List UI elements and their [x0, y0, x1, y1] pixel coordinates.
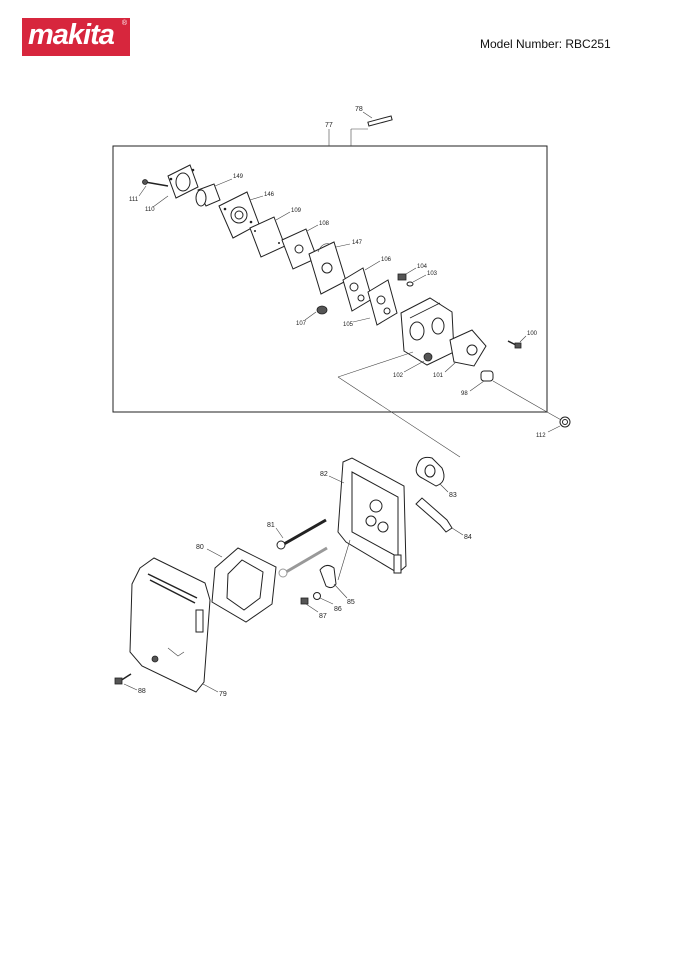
label-81: 81 — [267, 522, 275, 529]
label-147: 147 — [352, 240, 363, 246]
part-79-cover — [129, 557, 219, 693]
part-100-screw — [507, 335, 527, 349]
label-85: 85 — [347, 599, 355, 606]
part-102-washer — [403, 352, 433, 373]
part-107-filter — [304, 305, 328, 321]
registered-mark: ® — [121, 20, 127, 27]
label-98: 98 — [461, 391, 468, 397]
part-88-screw — [114, 673, 138, 691]
part-85-choke — [319, 539, 351, 599]
label-79: 79 — [219, 691, 227, 698]
label-112: 112 — [536, 433, 546, 439]
part-147-pump-body — [308, 241, 351, 295]
part-87-screw — [300, 597, 319, 613]
part-112-oring — [547, 416, 571, 433]
part-103-spring — [406, 274, 427, 287]
part-108-diaphragm — [281, 224, 319, 270]
label-108: 108 — [319, 221, 330, 227]
part-82-cleaner-base — [328, 457, 407, 574]
label-149: 149 — [233, 174, 244, 180]
label-100: 100 — [527, 331, 538, 337]
part-86-washer — [313, 592, 334, 605]
part-98-nipple — [469, 370, 494, 392]
bolt-ghost — [278, 546, 328, 578]
label-104: 104 — [417, 264, 428, 270]
carburetor-body — [400, 297, 455, 366]
label-105: 105 — [343, 322, 354, 328]
carburetor-assembly-frame — [112, 145, 548, 413]
label-110: 110 — [145, 207, 155, 213]
part-80-element — [206, 547, 277, 623]
label-102: 102 — [393, 373, 404, 379]
model-number: Model Number: RBC251 — [480, 37, 611, 51]
label-109: 109 — [291, 208, 302, 214]
part-101-throttle — [444, 329, 487, 373]
part-110-gasket — [152, 164, 199, 208]
makita-logo: makita ® — [22, 18, 130, 56]
label-84: 84 — [464, 534, 472, 541]
part-78-pin — [350, 111, 393, 146]
label-83: 83 — [449, 492, 457, 499]
label-107: 107 — [296, 321, 307, 327]
label-103: 103 — [427, 271, 438, 277]
label-82: 82 — [320, 471, 328, 478]
brand-wordmark: makita — [28, 19, 115, 51]
label-77: 77 — [325, 122, 333, 129]
label-87: 87 — [319, 613, 327, 620]
label-146: 146 — [264, 192, 275, 198]
part-104-screw — [397, 267, 417, 281]
part-83-gasket — [415, 456, 449, 493]
label-106: 106 — [381, 257, 392, 263]
label-80: 80 — [196, 544, 204, 551]
part-81-bolt — [275, 518, 327, 550]
part-105-diaphragm — [352, 279, 398, 326]
label-111: 111 — [129, 197, 139, 203]
label-78: 78 — [355, 106, 363, 113]
label-88: 88 — [138, 688, 146, 695]
part-84-lever — [415, 497, 464, 536]
part-111-screw — [138, 179, 169, 197]
label-86: 86 — [334, 606, 342, 613]
part-149-cup — [195, 178, 233, 207]
label-101: 101 — [433, 373, 444, 379]
